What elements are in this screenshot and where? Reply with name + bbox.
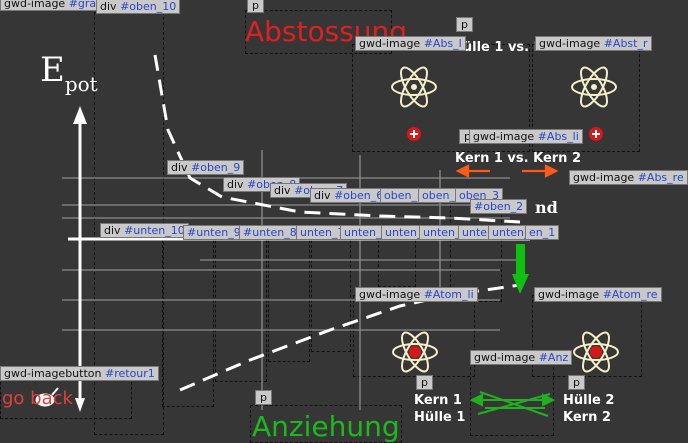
p-tag: p	[255, 390, 272, 405]
label-oben-2: #oben_2	[470, 199, 528, 214]
label-abs-l: gwd-image #Abs_l	[355, 36, 466, 51]
label-id: #unten_8	[243, 226, 297, 239]
label-anz: gwd-image #Anz	[470, 350, 573, 365]
label-oben-6: div #oben_6	[310, 188, 388, 203]
p-tag: p	[247, 0, 264, 13]
y-axis-lower-arrowhead	[75, 398, 85, 412]
label-id: unten_4	[423, 226, 468, 239]
label-id: #Anz	[538, 351, 569, 364]
axis-label-e: Epot	[40, 50, 98, 96]
label-id: #Abs_l	[423, 37, 462, 50]
text-atom-left-2: Hülle 1	[414, 410, 466, 425]
repulsion-curve	[153, 54, 521, 224]
label-tag: gwd-image	[473, 130, 535, 143]
label-id: #Abs_li	[537, 130, 579, 143]
atom-icon	[571, 66, 617, 108]
outline-title-top	[245, 10, 392, 54]
retour-text[interactable]: go back	[2, 388, 73, 409]
atom-icon	[391, 66, 437, 108]
plus-icon	[410, 130, 418, 138]
label-id: oben_4	[422, 189, 462, 202]
label-id: #oben_2	[474, 200, 524, 213]
label-tag: gwd-image	[573, 171, 635, 184]
title-anziehung: Anziehung	[252, 410, 400, 443]
label-abs-li: gwd-image #Abs_li	[469, 129, 583, 144]
graph-canvas	[35, 54, 619, 417]
label-abs-r: gwd-image #Abst_r	[535, 36, 652, 51]
repulsion-arrows	[455, 164, 559, 178]
label-atom-re: gwd-image #Atom_re	[534, 287, 662, 302]
y-axis-arrowhead	[73, 106, 87, 124]
label-id: #Abst_r	[603, 37, 648, 50]
label-tag: div	[171, 161, 188, 174]
label-oben-10: div #oben_10	[96, 0, 181, 14]
label-unten-9: #unten_9	[183, 225, 245, 240]
label-abs-re: gwd-image #Abs_re	[569, 170, 688, 185]
green-arrow-head	[512, 274, 529, 294]
label-id: en_1	[529, 226, 556, 239]
atom-icon	[573, 331, 619, 373]
grid-lines	[62, 150, 520, 410]
label-id: oben_3	[459, 189, 499, 202]
atom-icons	[391, 66, 619, 373]
label-retour[interactable]: gwd-imagebutton #retour1	[0, 366, 159, 381]
label-tag: gwd-image	[4, 0, 66, 10]
label-tag: gwd-image	[359, 288, 421, 301]
label-tag: div	[100, 0, 117, 13]
axis-sub: pot	[64, 72, 98, 96]
label-tag: div	[274, 184, 291, 197]
label-oben-9: div #oben_9	[167, 160, 245, 175]
label-id: #unten_10	[124, 224, 185, 237]
label-tag: gwd-image	[474, 351, 536, 364]
label-id: unten_7	[300, 226, 345, 239]
label-id: #retour1	[104, 367, 155, 380]
text-kern-vs: Kern 1 vs. Kern 2	[455, 151, 582, 166]
axis-e: E	[40, 50, 65, 90]
atom-icon	[392, 331, 438, 373]
label-unten-10: div #unten_10	[100, 223, 189, 238]
label-id: #Atom_re	[602, 288, 658, 301]
plus-icon	[592, 130, 600, 138]
label-unten-6: unten_6	[340, 225, 393, 240]
label-tag: gwd-image	[539, 37, 601, 50]
text-partial-nd: nd	[535, 198, 558, 217]
label-oben-4: oben_4	[418, 188, 466, 203]
label-id: #Atom_li	[423, 288, 474, 301]
label-tag: gwd-image	[538, 288, 600, 301]
label-id: unten_5	[385, 226, 430, 239]
p-tag: p	[416, 375, 433, 390]
label-id: unten_6	[344, 226, 389, 239]
label-tag: div	[227, 178, 244, 191]
label-id: #unten_9	[187, 226, 241, 239]
attraction-arrows	[469, 391, 556, 417]
p-tag: p	[568, 375, 585, 390]
label-unten-8: #unten_8	[239, 225, 301, 240]
label-id: oben_5	[384, 189, 424, 202]
retour-icon	[35, 387, 59, 407]
label-tag: div	[104, 224, 121, 237]
attraction-curve	[179, 283, 521, 392]
label-atom-li: gwd-image #Atom_li	[355, 287, 478, 302]
label-tag: gwd-imagebutton	[4, 367, 102, 380]
label-tag: gwd-image	[359, 37, 421, 50]
label-id: #Abs_re	[637, 171, 684, 184]
text-atom-right-2: Kern 2	[563, 410, 611, 425]
green-arrow-shaft	[516, 244, 525, 274]
text-atom-left-1: Kern 1	[414, 393, 462, 408]
label-id: #oben_10	[120, 0, 177, 13]
label-unten-1: en_1	[525, 225, 560, 240]
label-id: #oben_6	[334, 189, 384, 202]
label-id: #oben_9	[191, 161, 241, 174]
text-atom-right-1: Hülle 2	[563, 393, 615, 408]
label-tag: div	[314, 189, 331, 202]
p-tag: p	[456, 17, 473, 32]
